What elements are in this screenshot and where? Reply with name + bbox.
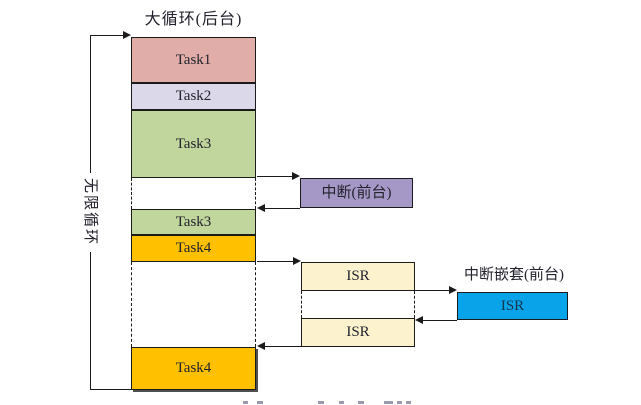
interrupt-return-line	[265, 208, 300, 209]
loop-arrow-line	[91, 35, 123, 36]
isr-suspend-gap	[131, 262, 256, 347]
task4-second-block: Task4	[131, 347, 256, 390]
loop-return-line	[90, 389, 132, 390]
clipped-caption-mark	[384, 401, 393, 404]
task2-label: Task2	[175, 88, 212, 104]
isr-second-block: ISR	[301, 318, 415, 347]
loop-line-top-segment	[90, 35, 91, 173]
nested-isr-return-line	[423, 320, 457, 321]
interrupt-return-arrowhead-icon	[257, 204, 265, 212]
clipped-caption-mark	[406, 401, 411, 404]
isr-nested-block: ISR	[457, 292, 568, 320]
task3-second-block: Task3	[131, 209, 256, 235]
clipped-caption-mark	[397, 401, 402, 404]
clipped-caption-mark	[257, 401, 263, 404]
task2-block: Task2	[131, 83, 256, 110]
to-isr-arrowhead-icon	[293, 257, 301, 265]
task4-first-label: Task4	[175, 240, 212, 256]
loop-arrowhead-icon	[123, 31, 131, 39]
to-nested-isr-arrowhead-icon	[449, 286, 457, 294]
task3-first-label: Task3	[175, 135, 212, 152]
interrupt-suspend-gap	[131, 178, 256, 209]
task4-first-block: Task4	[131, 235, 256, 262]
isr-nested-gap	[301, 291, 415, 318]
to-interrupt-line	[257, 176, 292, 177]
loop-line-bottom-segment	[90, 252, 91, 390]
isr-return-arrowhead-icon	[257, 342, 265, 350]
isr-first-block: ISR	[301, 262, 415, 291]
isr-nested-label: ISR	[500, 297, 525, 314]
task1-label: Task1	[175, 51, 212, 68]
task1-block: Task1	[131, 37, 256, 83]
to-nested-isr-line	[415, 290, 449, 291]
nested-interrupt-title: 中断嵌套(前台)	[464, 267, 564, 283]
task3-first-block: Task3	[131, 110, 256, 178]
nested-isr-return-arrowhead-icon	[415, 316, 423, 324]
isr-return-line	[265, 346, 301, 347]
isr-second-label: ISR	[346, 324, 370, 340]
clipped-caption-mark	[339, 401, 344, 404]
interrupt-block: 中断(前台)	[300, 178, 413, 208]
clipped-caption-mark	[358, 401, 364, 404]
task4-second-label: Task4	[175, 360, 212, 376]
isr-first-label: ISR	[346, 268, 370, 284]
clipped-caption-mark	[318, 401, 324, 404]
infinite-loop-label: 无限循环	[82, 177, 98, 246]
to-isr-line	[257, 261, 293, 262]
to-interrupt-arrowhead-icon	[292, 172, 300, 180]
interrupt-label: 中断(前台)	[321, 184, 392, 201]
task3-second-label: Task3	[175, 213, 212, 230]
big-loop-title: 大循环(后台)	[144, 11, 243, 28]
clipped-caption-mark	[243, 401, 248, 404]
